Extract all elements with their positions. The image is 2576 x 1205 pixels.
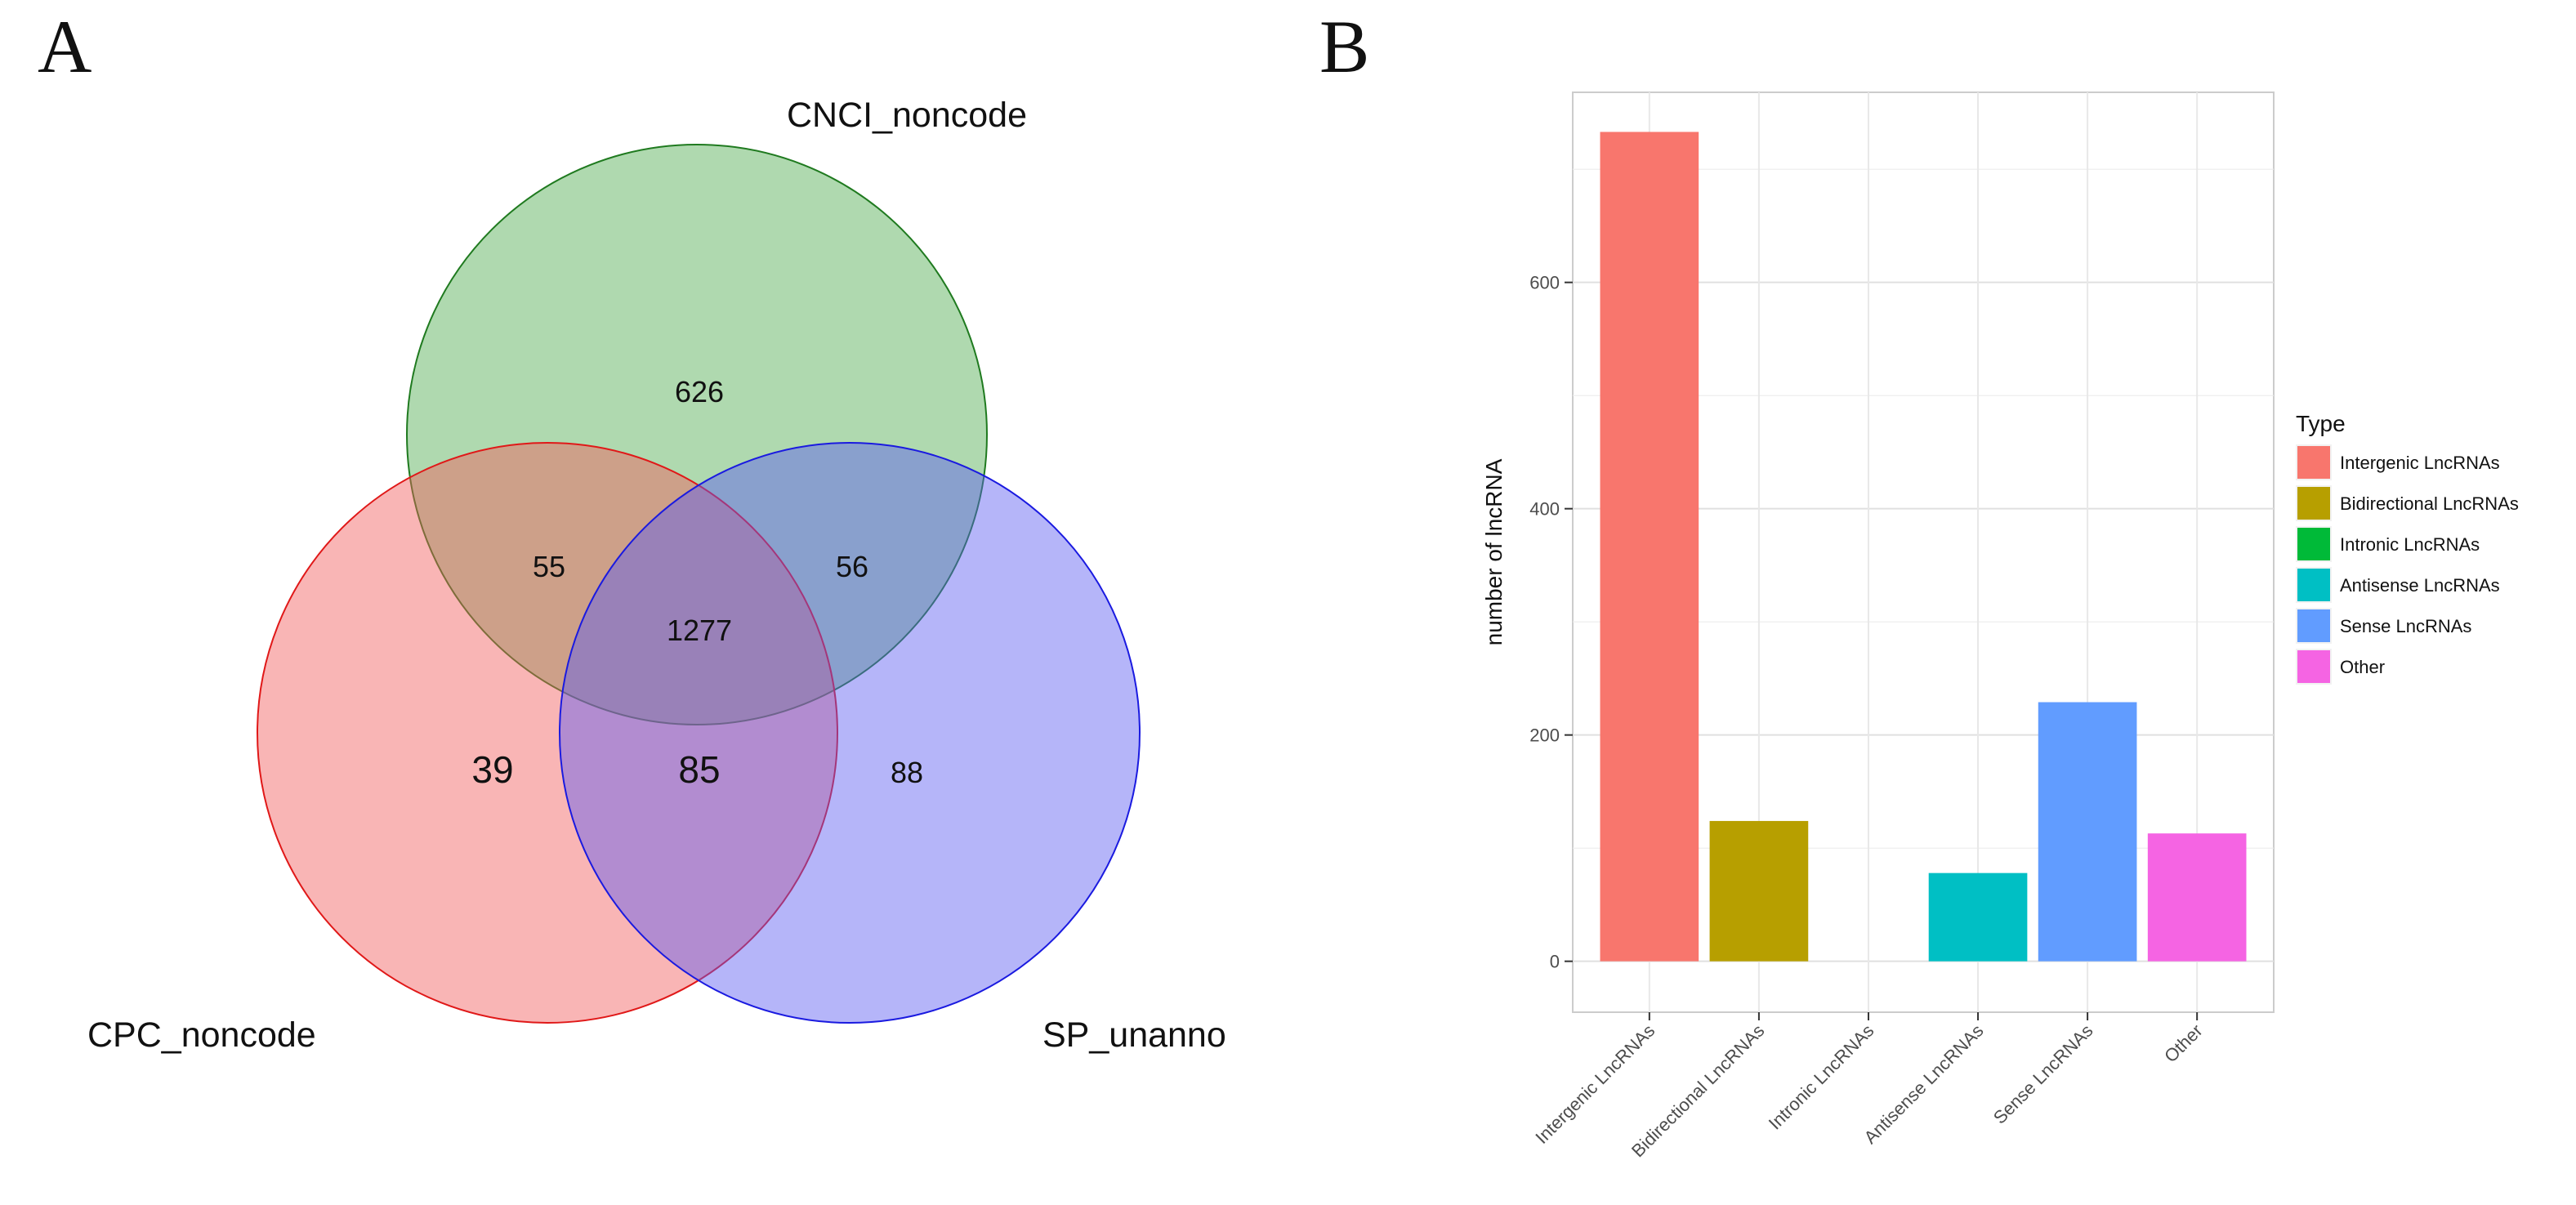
y-axis-title: number of lncRNA <box>1481 458 1507 645</box>
legend-swatch <box>2297 528 2330 560</box>
venn-circle-cpc-noncode <box>257 442 838 1024</box>
venn-set-label-sp-unanno: SP_unanno <box>1042 1015 1226 1055</box>
legend-swatch <box>2297 569 2330 601</box>
legend-entry-label: Intergenic LncRNAs <box>2340 453 2500 473</box>
legend-entry-label: Intronic LncRNAs <box>2340 534 2480 555</box>
legend-swatch <box>2297 650 2330 683</box>
y-tick-label: 600 <box>1529 273 1560 293</box>
x-tick-label: Sense LncRNAs <box>1989 1020 2097 1128</box>
bar-intergenic-lncrnas <box>1600 132 1699 962</box>
legend-entry-label: Antisense LncRNAs <box>2340 575 2500 596</box>
x-tick-label: Antisense LncRNAs <box>1860 1020 1988 1148</box>
venn-region-count: 1277 <box>667 614 732 647</box>
legend-entry-label: Bidirectional LncRNAs <box>2340 493 2519 514</box>
bars <box>1600 132 2247 962</box>
legend-title: Type <box>2296 411 2346 436</box>
venn-set-label-cnci-noncode: CNCI_noncode <box>787 96 1027 135</box>
bar-sense-lncrnas <box>2038 702 2137 962</box>
x-tick-label: Other <box>2160 1020 2207 1067</box>
venn-set-label-cpc-noncode: CPC_noncode <box>87 1015 316 1055</box>
venn-region-count: 39 <box>471 748 513 791</box>
y-axis-ticks: 0 200 400 600 <box>1529 273 1573 972</box>
venn-region-count: 56 <box>836 550 868 583</box>
legend-entry-label: Other <box>2340 657 2385 677</box>
bar-bidirectional-lncrnas <box>1709 820 1809 962</box>
venn-region-count: 88 <box>891 756 923 789</box>
x-tick-label: Intergenic LncRNAs <box>1531 1020 1659 1148</box>
venn-region-count: 85 <box>678 748 720 791</box>
legend-swatch <box>2297 446 2330 479</box>
venn-circle-sp-unanno <box>559 442 1141 1024</box>
bar-other <box>2147 833 2247 962</box>
legend-swatch <box>2297 609 2330 642</box>
y-tick-label: 200 <box>1529 725 1560 746</box>
legend-swatch <box>2297 487 2330 520</box>
venn-region-count: 55 <box>533 550 565 583</box>
panel-label-a: A <box>38 5 92 88</box>
panel-label-b: B <box>1319 5 1369 88</box>
x-tick-label: Intronic LncRNAs <box>1765 1020 1878 1134</box>
venn-circle-cnci-noncode <box>406 144 988 725</box>
venn-region-count: 626 <box>675 375 724 408</box>
bar-antisense-lncrnas <box>1928 873 2028 962</box>
y-tick-label: 400 <box>1529 499 1560 520</box>
y-tick-label: 0 <box>1550 952 1560 972</box>
legend-entry-label: Sense LncRNAs <box>2340 616 2471 636</box>
